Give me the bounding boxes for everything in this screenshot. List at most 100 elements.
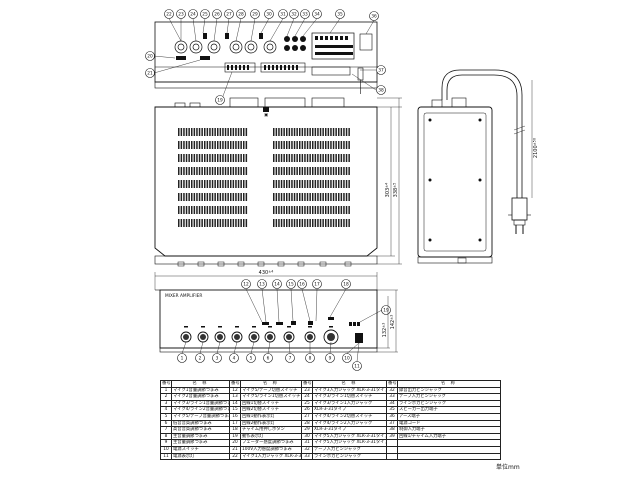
depth-value: 303	[385, 188, 391, 198]
vent-slot	[309, 154, 311, 162]
vent-slot	[201, 219, 203, 227]
part-name-cell: チャイム用押しボタン	[240, 426, 302, 434]
vent-slot	[185, 193, 188, 201]
vent-slot	[222, 206, 224, 214]
height-tol: ±3	[382, 323, 386, 328]
vent-slot	[191, 141, 193, 149]
vent-slot	[217, 141, 219, 149]
vent-slot	[291, 206, 293, 214]
vent-slot	[198, 167, 201, 175]
vent-slot	[345, 219, 348, 227]
vent-slot	[296, 219, 298, 227]
vent-slot	[193, 167, 196, 175]
vent-slot	[330, 128, 332, 136]
callout-18: 18	[343, 282, 349, 288]
vent-slot	[314, 219, 317, 227]
vent-slot	[322, 128, 324, 136]
vent-slot	[293, 128, 296, 136]
vent-slot	[293, 141, 296, 149]
vent-slot	[293, 154, 296, 162]
vent-slot	[280, 206, 283, 214]
knob-cap	[307, 334, 313, 340]
vent-slot	[325, 128, 327, 136]
vent-slot	[178, 141, 180, 149]
vent-slot	[209, 128, 211, 136]
leader-line	[329, 341, 332, 354]
vent-slot	[283, 193, 285, 201]
leader-line	[356, 342, 360, 362]
vent-slot	[325, 154, 327, 162]
vent-slot	[330, 154, 332, 162]
header-name: 名 称	[171, 380, 230, 388]
vent-slot	[240, 206, 242, 214]
vent-slot	[338, 167, 340, 175]
vent-slot	[273, 128, 275, 136]
vent-slot	[227, 193, 229, 201]
vent-slot	[299, 128, 301, 136]
vent-slot	[340, 219, 343, 227]
vent-slot	[314, 141, 317, 149]
vent-slot	[343, 128, 345, 136]
vent-slot	[322, 167, 324, 175]
knob-cap	[183, 334, 189, 340]
vent-slot	[211, 219, 214, 227]
part-number-cell: 9	[160, 439, 172, 447]
leader-line	[290, 288, 294, 322]
vent-slot	[312, 141, 314, 149]
callout-29: 29	[252, 12, 258, 18]
part-name-cell: 電源スイッチ	[171, 445, 230, 454]
vent-slot	[224, 128, 227, 136]
part-number-cell: 30	[301, 432, 313, 441]
vent-slot	[237, 141, 240, 149]
vent-slot	[304, 180, 306, 188]
vent-slot	[348, 141, 350, 149]
vent-slot	[288, 193, 291, 201]
vent-slot	[309, 167, 311, 175]
vent-slot	[204, 219, 206, 227]
vent-slot	[343, 167, 345, 175]
vent-slot	[227, 141, 229, 149]
header-no: 番号	[301, 380, 313, 388]
part-name-cell: マイク3入力ジャック XLR-3-31タイプ	[312, 386, 387, 395]
vent-slot	[209, 193, 211, 201]
vent-slot	[219, 154, 222, 162]
vent-slot	[183, 219, 185, 227]
vent-slot	[304, 167, 306, 175]
vent-slot	[314, 154, 317, 162]
vent-slot	[283, 128, 285, 136]
part-number-cell: 13	[229, 393, 241, 401]
vent-slot	[227, 128, 229, 136]
vent-slot	[201, 154, 203, 162]
part-name-cell: 高音音質調節つまみ	[171, 426, 230, 434]
part-number-cell: 24	[301, 393, 313, 401]
part-name-cell	[397, 445, 501, 454]
vent-slot	[293, 180, 296, 188]
part-name-cell: 主音量調節つまみ	[171, 439, 230, 447]
vent-slot	[299, 141, 301, 149]
vent-slot	[178, 128, 180, 136]
callout-22: 22	[166, 12, 172, 18]
vent-slot	[273, 180, 275, 188]
svg-text:338±5: 338±5	[393, 183, 400, 198]
vent-slot	[198, 180, 201, 188]
vent-slot	[332, 219, 335, 227]
vent-slot	[291, 180, 293, 188]
vent-slot	[209, 180, 211, 188]
leader-line	[294, 18, 306, 37]
vent-slot	[330, 141, 332, 149]
part-number-cell: 16	[229, 412, 241, 421]
vent-slot	[237, 154, 240, 162]
vent-slot	[304, 128, 306, 136]
vent-slot	[286, 206, 288, 214]
callout-20: 20	[147, 54, 153, 60]
vent-slot	[304, 206, 306, 214]
vent-slot	[312, 154, 314, 162]
callout-28-circle	[236, 9, 246, 19]
vent-slot	[343, 193, 345, 201]
vent-slot	[193, 180, 196, 188]
vent-slot	[178, 219, 180, 227]
part-number-cell: 6	[160, 419, 172, 428]
